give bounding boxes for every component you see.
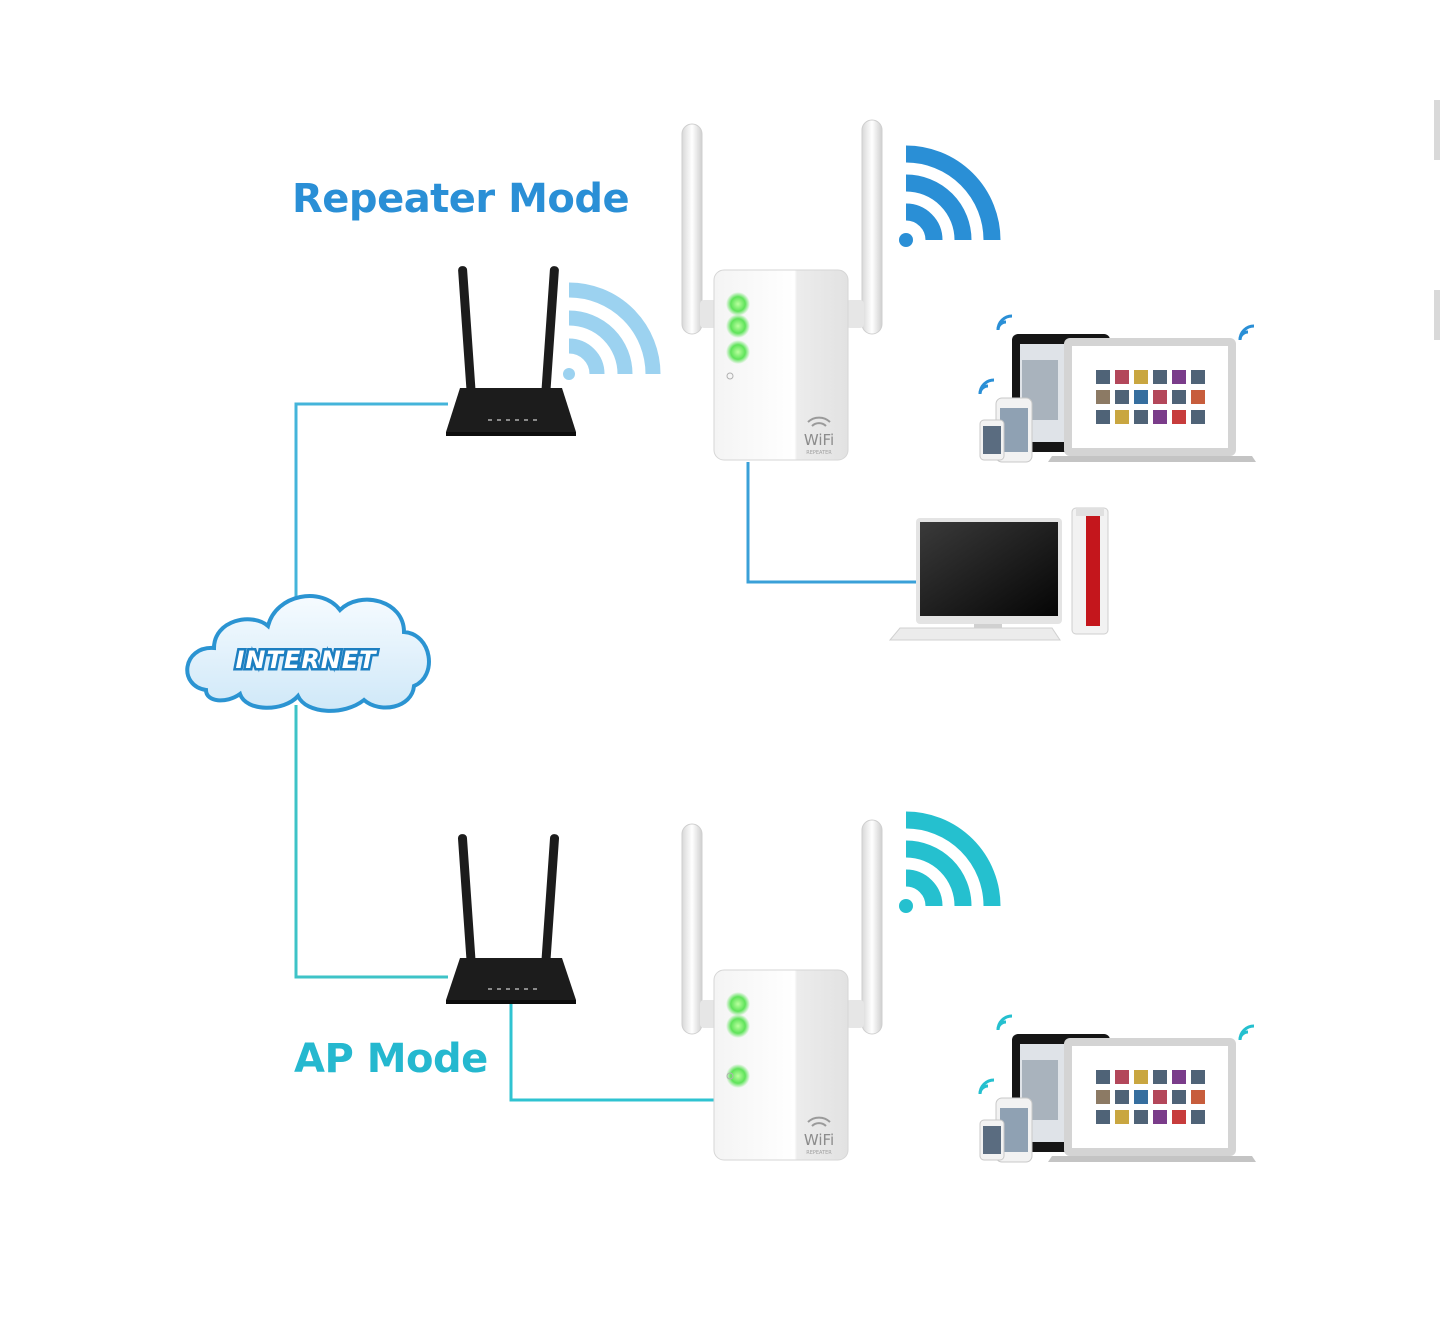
extender-to-desktop-line xyxy=(746,462,918,584)
router-to-ap-extender-line xyxy=(509,1002,716,1102)
internet-cloud-icon: INTERNET xyxy=(185,594,431,713)
internet-to-ap-router-line xyxy=(294,705,448,979)
extender-brand: WiFi xyxy=(804,431,834,449)
repeater-mode-title: Repeater Mode xyxy=(292,176,630,222)
extender-brand-sub: REPEATER xyxy=(806,450,832,456)
wireless-router-icon xyxy=(446,266,576,436)
internet-label: INTERNET xyxy=(235,646,377,674)
extender-brand: WiFi xyxy=(804,1131,834,1149)
wifi-extender-icon: WiFi REPEATER xyxy=(681,819,883,1161)
right-edge-bar xyxy=(1434,290,1440,340)
right-edge-bar xyxy=(1434,100,1440,160)
wifi-signal-icon xyxy=(899,145,1001,247)
wireless-router-icon xyxy=(446,834,576,1004)
wifi-extender-icon: WiFi REPEATER xyxy=(681,119,883,461)
wifi-signal-icon xyxy=(563,282,661,380)
laptop-tablet-phone-icon xyxy=(978,1014,1256,1163)
wifi-signal-icon xyxy=(899,811,1001,913)
connection-lines xyxy=(294,402,918,1102)
router-to-internet-line xyxy=(294,402,448,598)
extender-brand-sub: REPEATER xyxy=(806,1150,832,1156)
ap-mode-title: AP Mode xyxy=(294,1036,488,1082)
laptop-tablet-phone-icon xyxy=(978,314,1256,463)
desktop-computer-icon xyxy=(888,507,1109,641)
